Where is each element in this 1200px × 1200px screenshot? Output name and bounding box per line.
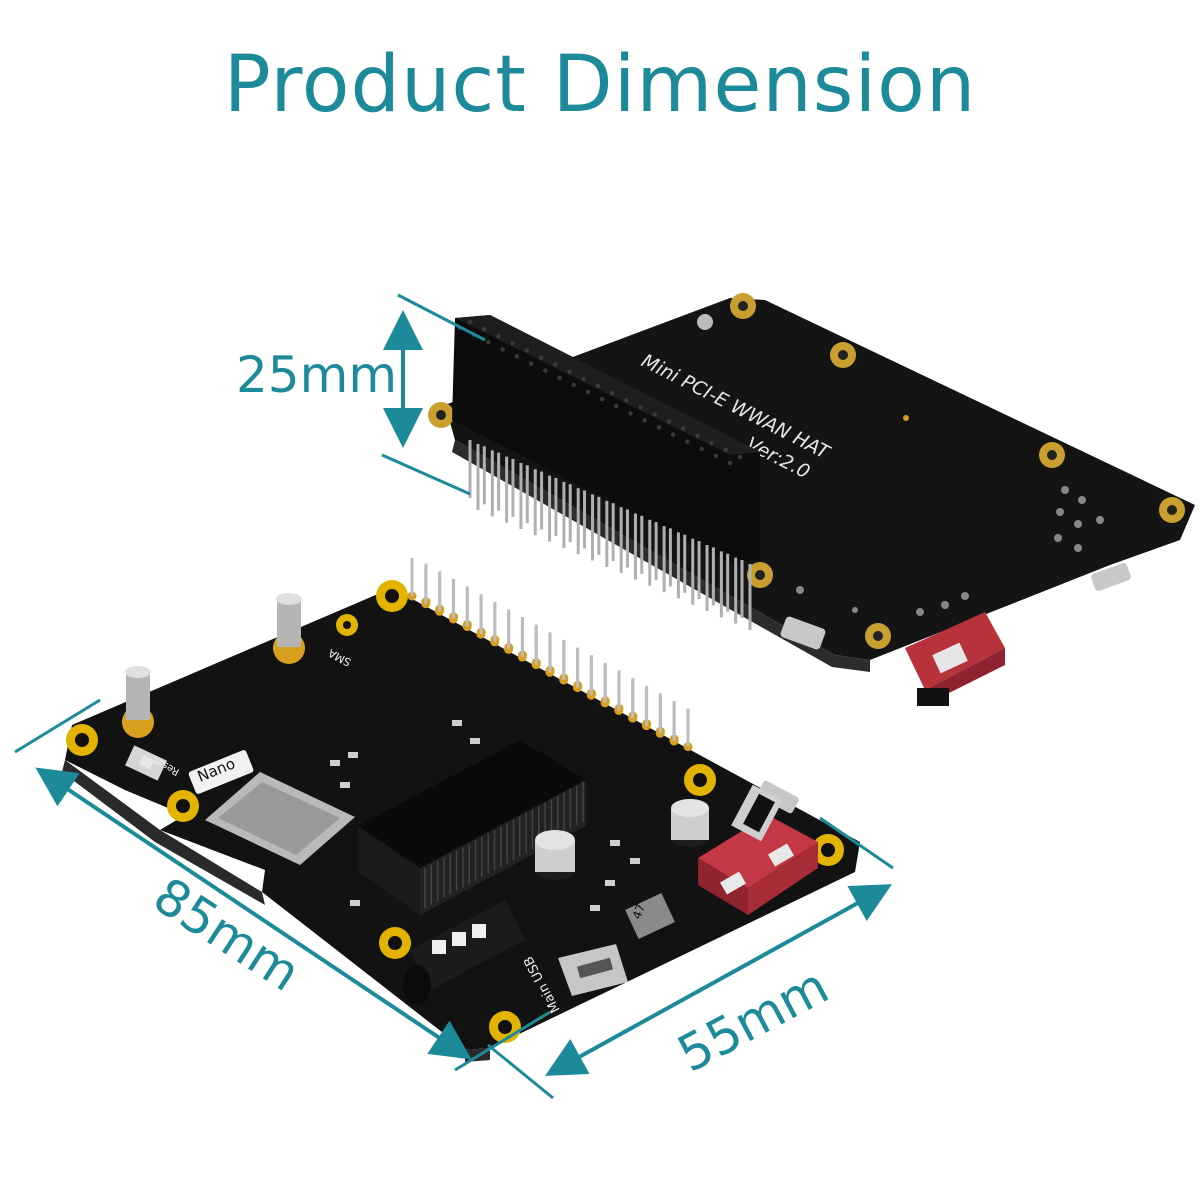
page-title: Product Dimension — [223, 40, 977, 130]
capacitor-c2 — [671, 799, 709, 847]
capacitor-c1 — [535, 830, 575, 880]
top-board-switch — [905, 612, 1005, 706]
antenna-connector-h2 — [273, 593, 305, 664]
top-board-gpio-header — [452, 315, 760, 563]
top-board: Mini PCI-E WWAN HAT Ver:2.0 — [428, 293, 1195, 706]
height-dimension: 25mm — [236, 293, 486, 496]
top-board-mounting-holes — [428, 293, 1185, 649]
height-dimension-label: 25mm — [236, 346, 397, 404]
antenna-connector-h1 — [122, 666, 154, 738]
gpio-pins — [407, 558, 693, 752]
width-dimension-label: 55mm — [668, 957, 837, 1084]
bottom-board: SMA Reset Nano — [62, 558, 860, 1062]
